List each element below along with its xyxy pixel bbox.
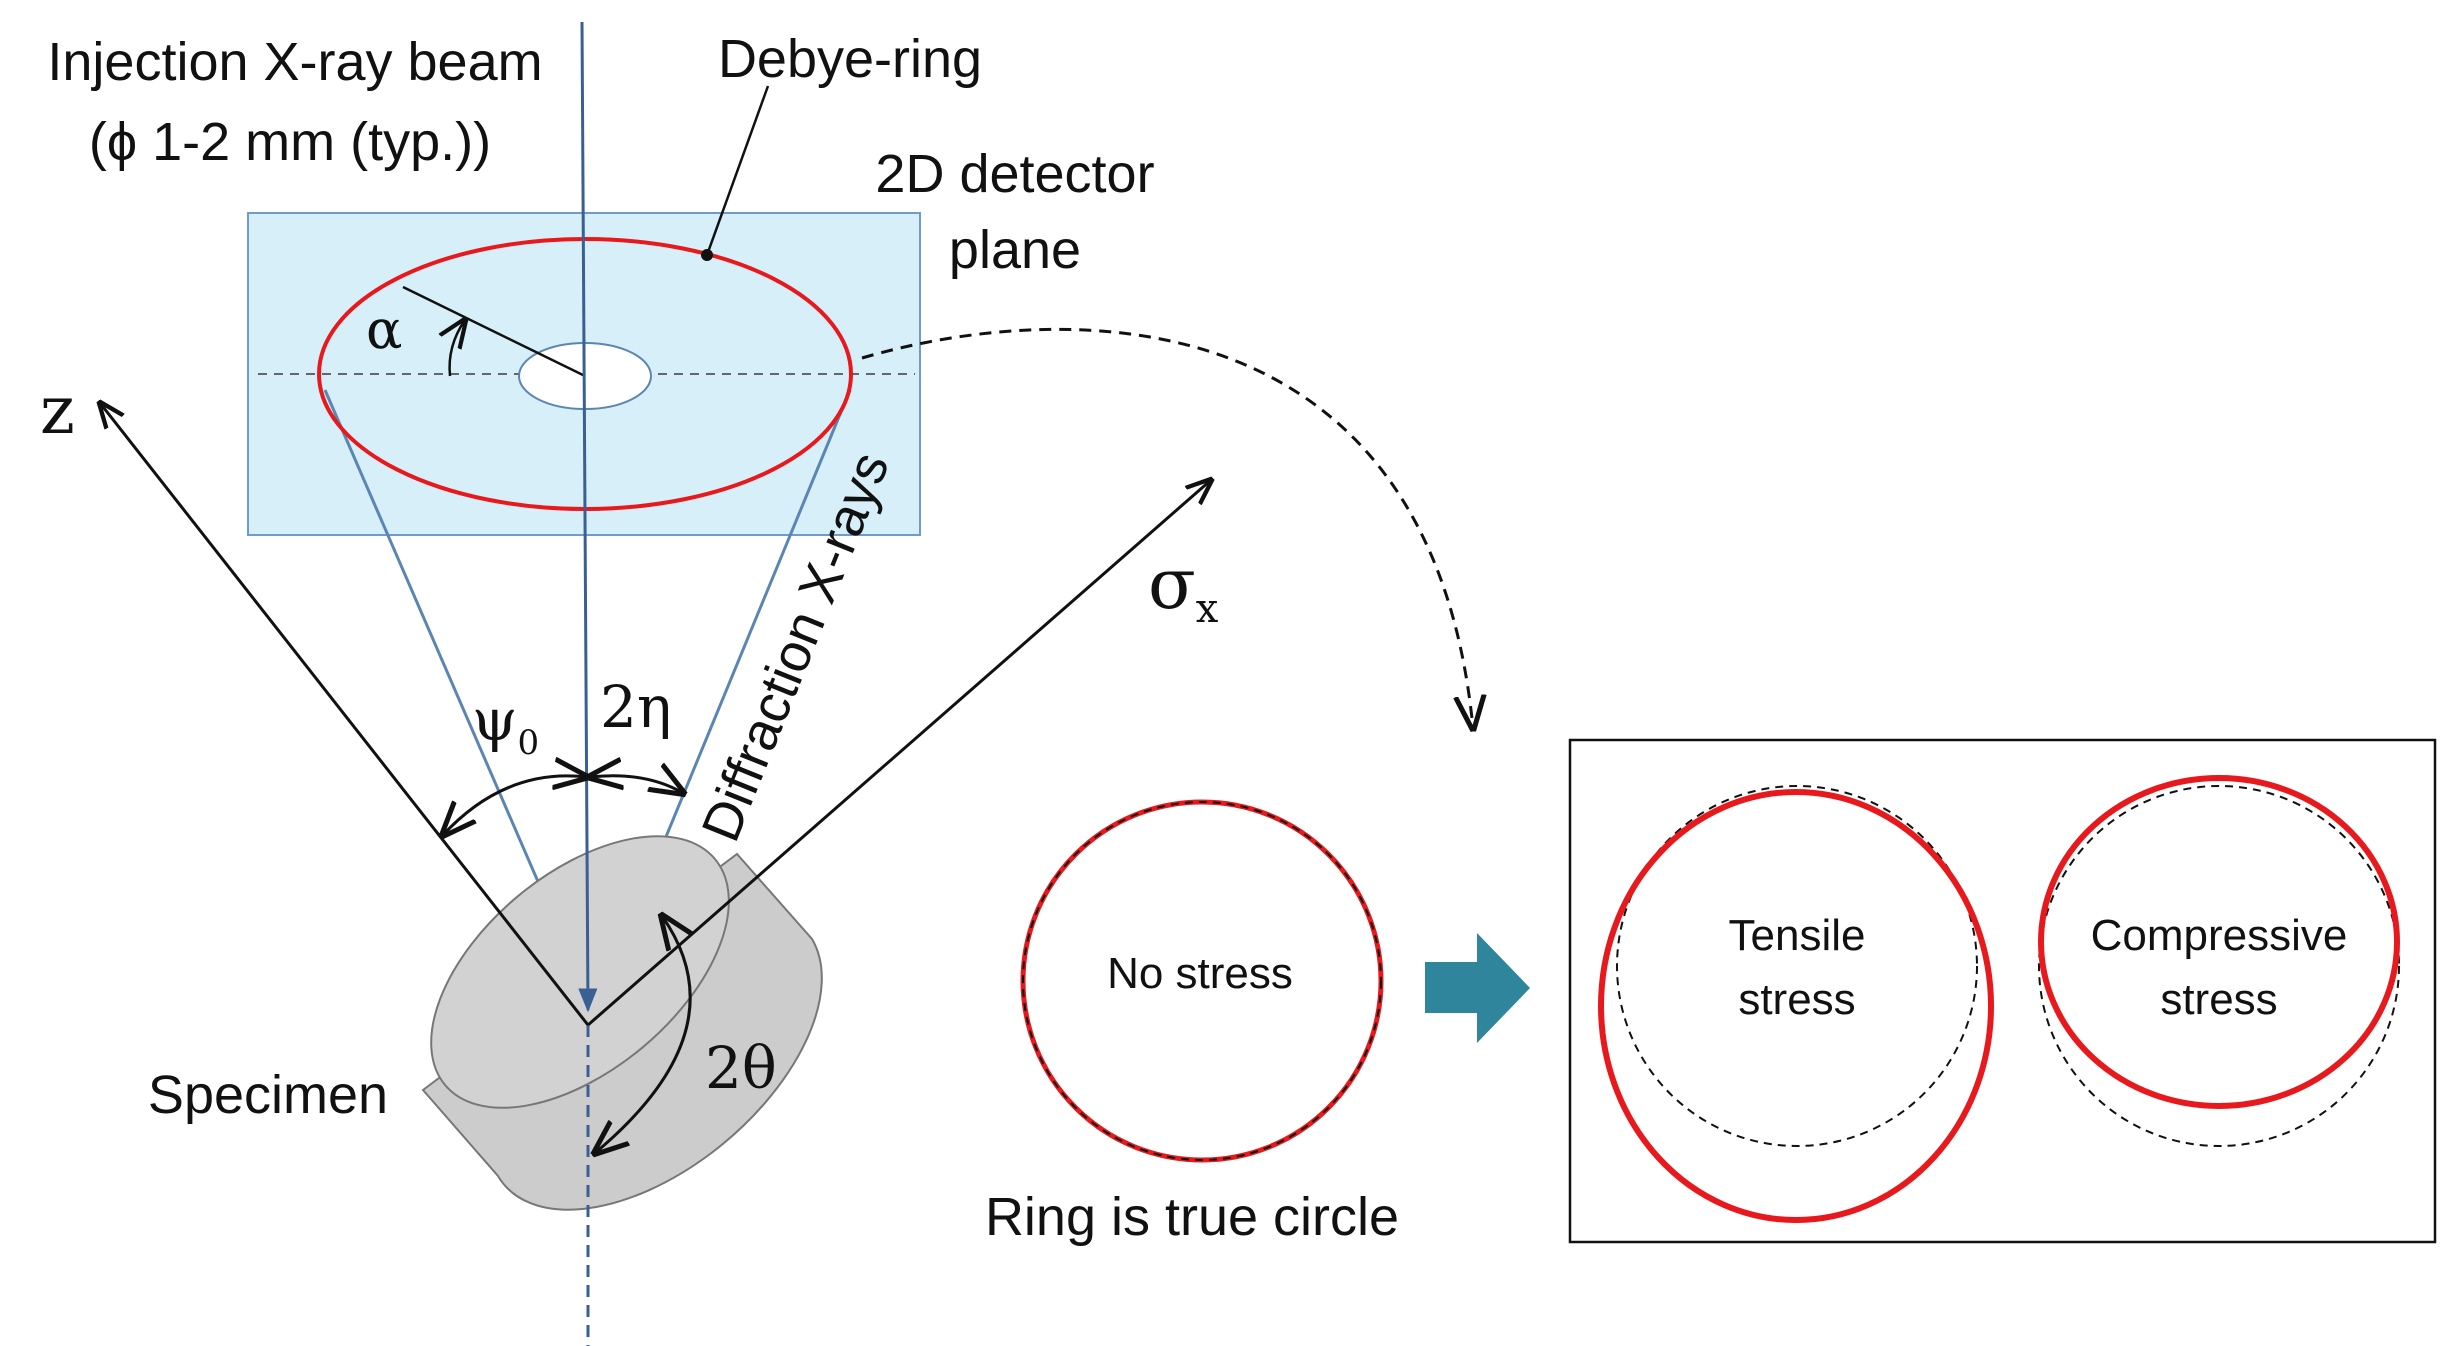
psi-symbol: ψ (472, 686, 517, 754)
alpha-label: α (366, 298, 402, 361)
beam-label-line2: (ϕ 1-2 mm (typ.)) (89, 112, 491, 172)
z-axis-label: z (40, 372, 75, 449)
alpha-arc-arrow (450, 320, 465, 377)
psi0-arc-arrow (443, 776, 586, 835)
compressive-label-line2: stress (2160, 975, 2277, 1024)
psi0-label: ψ0 (472, 686, 539, 763)
debye-ring-leader (705, 85, 770, 256)
two-eta-arc-arrow (590, 776, 683, 793)
sigma-symbol: σ (1148, 543, 1196, 625)
right-arrow-icon (1425, 933, 1530, 1043)
psi-subscript: 0 (517, 723, 539, 763)
tensile-label-line2: stress (1738, 975, 1855, 1024)
stress-comparison-panel (1568, 738, 2437, 1244)
detector-label-line1: 2D detector (875, 144, 1154, 204)
two-theta-label: 2θ (705, 1034, 777, 1102)
no-stress-reference-circle (1022, 801, 1382, 1161)
tensile-ring (1598, 789, 1994, 1223)
detector-label-line2: plane (949, 220, 1081, 280)
two-theta-arc-arrow (595, 916, 690, 1153)
z-axis (100, 403, 590, 1026)
compressive-label-line1: Compressive (2091, 911, 2348, 960)
sigma-subscript: x (1196, 586, 1219, 632)
specimen-label: Specimen (148, 1065, 388, 1125)
injection-beam (578, 21, 598, 1013)
alpha-radius-line (402, 285, 586, 378)
tensile-reference-circle (1616, 785, 1978, 1147)
no-stress-label: No stress (1107, 949, 1293, 998)
sigma-x-label: σx (1148, 543, 1219, 632)
true-circle-caption: Ring is true circle (985, 1187, 1399, 1247)
dashed-transition-arrow (861, 327, 1473, 728)
sigma-x-axis (587, 480, 1211, 1027)
compressive-reference-circle (2038, 785, 2400, 1147)
debye-ring-leader-dot (701, 249, 713, 261)
debye-ring-label: Debye-ring (718, 29, 982, 89)
two-eta-label: 2η (600, 673, 672, 741)
beam-label-line1: Injection X-ray beam (47, 32, 542, 92)
compressive-ring (2038, 775, 2400, 1109)
tensile-label-line1: Tensile (1729, 911, 1866, 960)
